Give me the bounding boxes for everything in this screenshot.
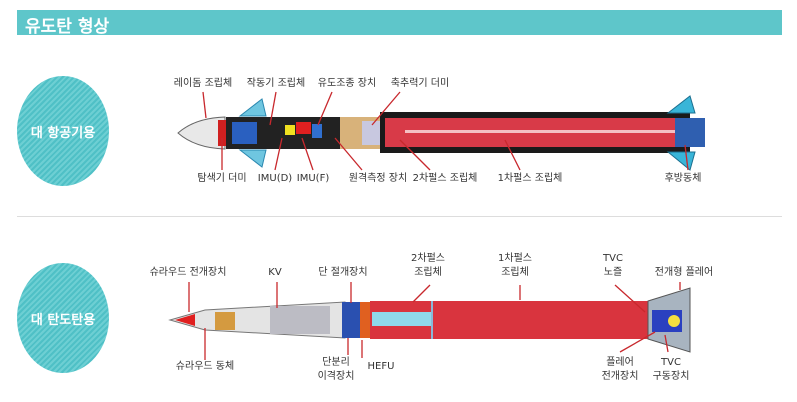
label-actuator-assembly: 작동기 조립체 — [246, 78, 306, 89]
label-imu-d: IMU(D) — [257, 173, 293, 184]
label-flare-deployer: 플레어 전개장치 — [601, 357, 639, 382]
label-guidance-control: 유도조종 장치 — [317, 78, 377, 89]
label-stage-cutter: 단 절개장치 — [318, 267, 368, 278]
label-thruster-dummy: 축추력기 더미 — [390, 78, 450, 89]
label-deployable-flare: 전개형 플레어 — [654, 267, 714, 278]
label-imu-f: IMU(F) — [296, 173, 330, 184]
label-aft-body: 후방동체 — [664, 173, 702, 184]
label-stage-separation: 단분리 이격장치 — [317, 357, 355, 382]
section-header: 유도탄 형상 — [17, 10, 782, 37]
label-radome-assembly: 레이돔 조립체 — [173, 78, 233, 89]
label-kv: KV — [268, 267, 282, 278]
anti-ballistic-missile — [168, 287, 691, 353]
badge-label: 대 항공기용 — [30, 126, 96, 141]
label-shroud-body: 슈라우드 동체 — [175, 361, 235, 372]
label-tvc-actuator: TVC 구동장치 — [652, 357, 690, 382]
label-tvc-nozzle: TVC 노즐 — [603, 253, 623, 278]
callout-arrows — [188, 91, 689, 360]
badge-label: 대 탄도탄용 — [30, 313, 96, 328]
anti-aircraft-badge: 대 항공기용 — [17, 76, 109, 186]
label-telemetry: 원격측정 장치 — [348, 173, 408, 184]
header-title: 유도탄 형상 — [25, 17, 110, 37]
anti-aircraft-missile — [177, 95, 705, 171]
label-second-pulse: 2차펄스 조립체 — [412, 173, 478, 184]
label-hefu: HEFU — [367, 361, 395, 372]
label-first-pulse: 1차펄스 조립체 — [497, 173, 563, 184]
label-seeker-dummy: 탐색기 더미 — [197, 173, 247, 184]
label-second-pulse: 2차펄스 조립체 — [411, 253, 445, 278]
label-first-pulse: 1차펄스 조립체 — [498, 253, 532, 278]
label-shroud-deployer: 슈라우드 전개장치 — [149, 267, 227, 278]
anti-ballistic-badge: 대 탄도탄용 — [17, 263, 109, 373]
divider — [17, 216, 782, 217]
